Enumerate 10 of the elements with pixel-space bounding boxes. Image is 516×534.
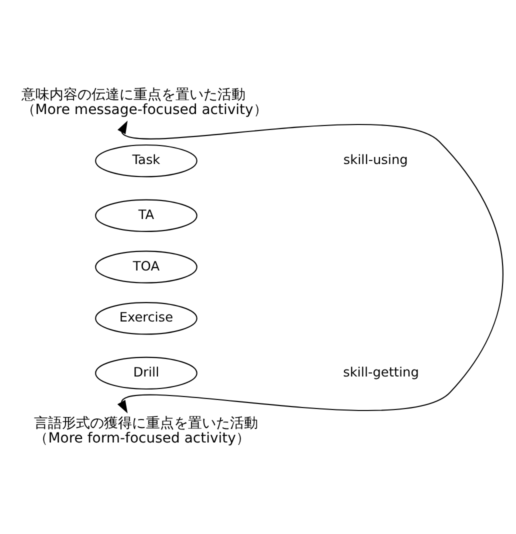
label: skill-using (343, 153, 408, 168)
node-ellipse: TOA (95, 250, 198, 284)
node-text: 意味内容の伝達に重点を置いた活動 （More message-focused activity） (21, 86, 268, 118)
node-ellipse: Drill (95, 356, 198, 390)
label: skill-getting (343, 365, 419, 380)
node-text: 言語形式の獲得に重点を置いた活動 （More form-focused activity） (34, 415, 258, 447)
node-ellipse: Exercise (95, 302, 198, 335)
arrow (117, 120, 504, 414)
node-ellipse: Task (95, 144, 198, 178)
node-ellipse: TA (95, 199, 198, 232)
